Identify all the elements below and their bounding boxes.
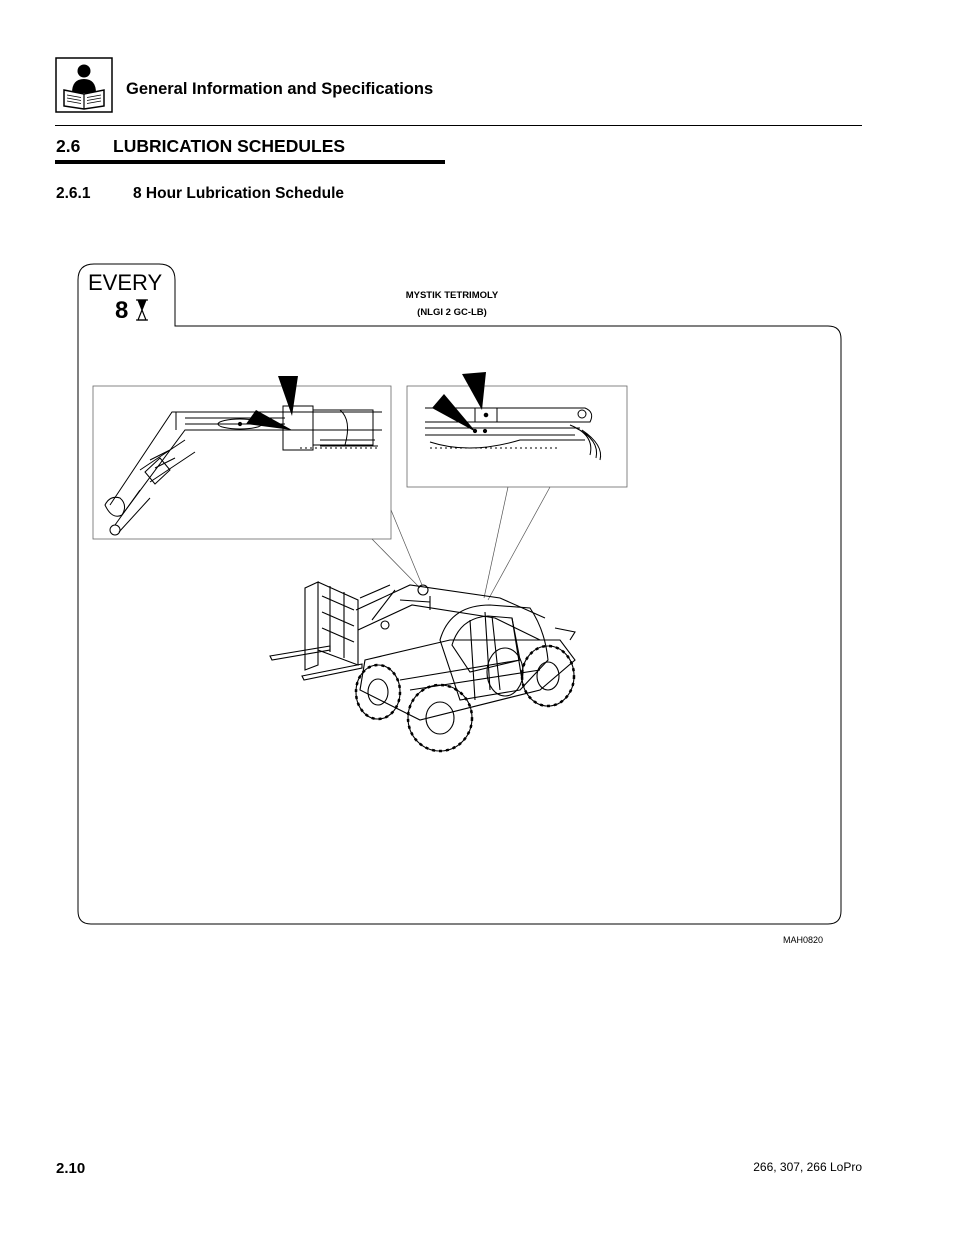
tyre-tread bbox=[354, 644, 576, 753]
subsection-title: 8 Hour Lubrication Schedule bbox=[133, 185, 344, 202]
grease-pointer bbox=[462, 372, 486, 410]
figure-code: MAH0820 bbox=[783, 935, 823, 945]
leader-lines bbox=[371, 486, 551, 601]
page-number: 2.10 bbox=[56, 1160, 86, 1177]
header-title: General Information and Specifications bbox=[126, 80, 434, 98]
lubricant-grade: (NLGI 2 GC-LB) bbox=[417, 307, 487, 318]
section-title: LUBRICATION SCHEDULES bbox=[113, 136, 346, 156]
subsection-number: 2.6.1 bbox=[56, 185, 91, 202]
figure-frame bbox=[77, 263, 842, 925]
header-divider bbox=[55, 125, 862, 126]
model-list: 266, 307, 266 LoPro bbox=[753, 1160, 862, 1174]
boom-head-drawing bbox=[425, 407, 602, 461]
hourglass-icon bbox=[136, 299, 148, 321]
interval-word: EVERY bbox=[88, 270, 163, 295]
detail-box-boom bbox=[92, 385, 392, 540]
grease-pointer bbox=[278, 376, 298, 416]
lubricant-name: MYSTIK TETRIMOLY bbox=[406, 290, 499, 301]
interval-hours: 8 bbox=[115, 297, 128, 324]
grease-pointer bbox=[246, 410, 292, 430]
telehandler-drawing bbox=[269, 581, 576, 752]
section-underline bbox=[55, 160, 445, 164]
book-reader-icon bbox=[55, 57, 113, 113]
grease-pointer bbox=[432, 394, 476, 432]
section-number: 2.6 bbox=[56, 136, 81, 156]
